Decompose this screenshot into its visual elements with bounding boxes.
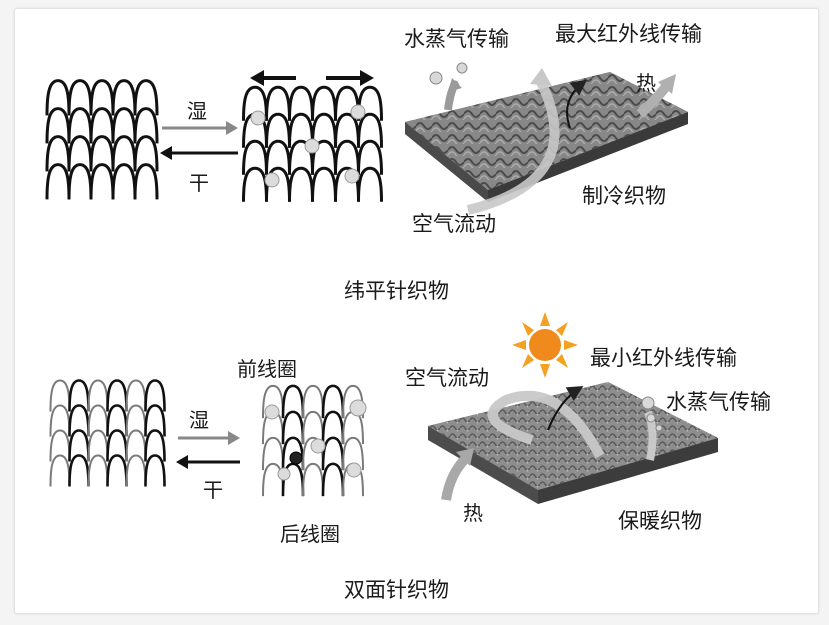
heat-arrow-bottom xyxy=(441,454,470,501)
knit-loop xyxy=(87,404,109,437)
knit-loop xyxy=(49,429,71,462)
knit-loop xyxy=(67,79,93,116)
knit-loop xyxy=(144,379,166,412)
knit-loop xyxy=(133,107,159,144)
knit-loop xyxy=(68,429,90,462)
vapor-transport-label-bottom: 水蒸气传输 xyxy=(666,390,771,414)
air-flow-arrow-top xyxy=(466,77,560,215)
knit-loop xyxy=(357,112,383,148)
double-knit-dry-loops xyxy=(49,379,166,487)
ir-arrow-top xyxy=(566,79,588,129)
knit-loop xyxy=(144,404,166,437)
knit-loop xyxy=(45,135,71,172)
knit-loop xyxy=(87,429,109,462)
front-loop-label: 前线圈 xyxy=(237,357,297,381)
knit-loop xyxy=(321,410,345,445)
arrow-wet-label-top: 湿 xyxy=(187,99,207,123)
knit-loop xyxy=(106,454,128,487)
weft-knit-dry-loops xyxy=(45,79,159,200)
knit-loop xyxy=(262,436,284,471)
vapor-droplets-top xyxy=(429,62,468,88)
knit-loop xyxy=(111,79,137,116)
wet-dry-arrows-bottom xyxy=(176,431,240,469)
knit-loop xyxy=(45,79,71,116)
knit-loop xyxy=(67,163,93,200)
knit-loop xyxy=(49,379,71,412)
air-flow-label-bottom: 空气流动 xyxy=(405,366,489,390)
knit-loop xyxy=(68,404,90,437)
knit-loop xyxy=(89,79,115,116)
knit-loop xyxy=(89,135,115,172)
ir-transport-label-top: 最大红外线传输 xyxy=(555,22,702,46)
wet-dry-arrows-top xyxy=(160,121,238,160)
knit-loop xyxy=(125,379,147,412)
knit-loop xyxy=(87,379,109,412)
knit-loop xyxy=(45,107,71,144)
knit-loop xyxy=(49,404,71,437)
knit-loop xyxy=(357,166,383,202)
knit-loop xyxy=(342,436,364,471)
knit-loop xyxy=(321,436,345,471)
knit-loop xyxy=(133,163,159,200)
knit-loop xyxy=(288,166,314,202)
water-droplets-bottom xyxy=(264,399,367,481)
back-loop-label: 后线圈 xyxy=(280,522,340,546)
knit-loop xyxy=(67,135,93,172)
knit-loop xyxy=(357,139,383,175)
knit-loop xyxy=(311,166,337,202)
water-droplets-top xyxy=(250,104,366,188)
knit-loop xyxy=(133,135,159,172)
double-knit-wet-loops xyxy=(262,384,364,497)
knit-loop xyxy=(242,166,268,202)
weft-knit-caption: 纬平针织物 xyxy=(344,279,449,303)
arrow-dry-label-top: 干 xyxy=(189,171,209,195)
knit-loop xyxy=(144,429,166,462)
knit-loop xyxy=(89,107,115,144)
knit-loop xyxy=(281,384,305,419)
knit-loop xyxy=(87,454,109,487)
knit-loop xyxy=(125,454,147,487)
knit-loop xyxy=(111,135,137,172)
knit-loop xyxy=(68,379,90,412)
knit-loop xyxy=(302,462,324,497)
ir-arrow-bottom xyxy=(547,385,584,431)
stretch-arrows xyxy=(250,70,374,86)
heat-label-top: 热 xyxy=(636,71,656,95)
knit-loop xyxy=(302,384,324,419)
knit-loop xyxy=(45,163,71,200)
knit-loop xyxy=(68,454,90,487)
arrow-wet-label-bottom: 湿 xyxy=(189,408,209,432)
heat-label-bottom: 热 xyxy=(463,501,483,525)
knit-loop xyxy=(125,429,147,462)
knit-loop xyxy=(67,107,93,144)
vapor-transport-label-top: 水蒸气传输 xyxy=(404,27,509,51)
cooling-fabric-label: 制冷织物 xyxy=(582,184,666,208)
knit-loop xyxy=(321,462,345,497)
air-flow-arrow-bottom xyxy=(487,391,605,459)
warm-fabric-label: 保暖织物 xyxy=(618,509,702,533)
knit-loop xyxy=(281,410,305,445)
sun-icon xyxy=(512,312,578,378)
knit-loop xyxy=(111,163,137,200)
knit-loop xyxy=(49,454,71,487)
vapor-droplets-bottom xyxy=(641,396,663,432)
knit-loop xyxy=(342,410,364,445)
knit-loop xyxy=(321,384,345,419)
knit-loop xyxy=(125,404,147,437)
knit-loop xyxy=(144,454,166,487)
knit-loop xyxy=(262,462,284,497)
knit-loop xyxy=(111,107,137,144)
arrow-dry-label-bottom: 干 xyxy=(203,478,223,502)
knit-loop xyxy=(106,404,128,437)
knit-loop xyxy=(133,79,159,116)
air-flow-label-top: 空气流动 xyxy=(412,212,496,236)
knit-loop xyxy=(106,429,128,462)
knit-loop xyxy=(89,163,115,200)
knit-loop xyxy=(106,379,128,412)
double-knit-caption: 双面针织物 xyxy=(344,578,449,602)
ir-transport-label-bottom: 最小红外线传输 xyxy=(590,346,737,370)
